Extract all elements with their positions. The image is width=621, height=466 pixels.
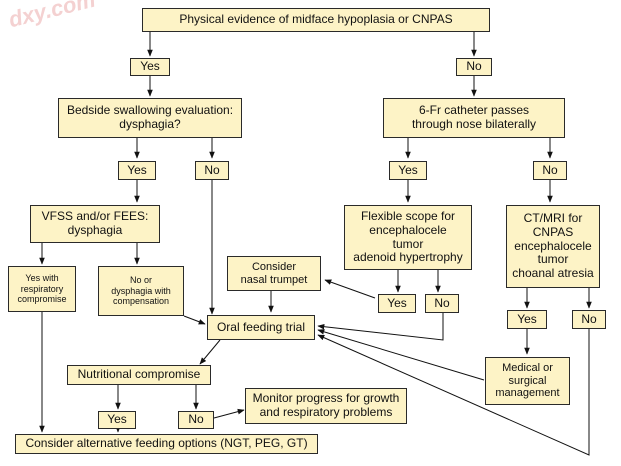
node-bedside-swallowing: Bedside swallowing evaluation: dysphagia… <box>58 98 242 138</box>
node-nutritional-compromise: Nutritional compromise <box>67 365 211 385</box>
node-consider-nasal-trumpet: Consider nasal trumpet <box>227 256 321 291</box>
node-no-midface: No <box>456 58 492 76</box>
node-no-nutritional: No <box>178 411 214 429</box>
node-yes-ct-mri: Yes <box>507 310 547 329</box>
arrow-yes4-trumpet <box>324 279 376 299</box>
node-midface-evidence: Physical evidence of midface hypoplasia … <box>142 8 490 32</box>
node-no-dysphagia: No <box>195 161 229 180</box>
node-yes-dysphagia: Yes <box>118 161 156 180</box>
node-ct-mri: CT/MRI for CNPAS encephalocele tumor cho… <box>506 205 600 288</box>
node-alternative-feeding: Consider alternative feeding options (NG… <box>15 434 318 454</box>
node-yes-respiratory-compromise: Yes with respiratory compromise <box>8 266 76 312</box>
node-monitor-progress: Monitor progress for growth and respirat… <box>245 388 407 424</box>
arrow-medical-oral <box>317 329 485 381</box>
node-vfss-fees: VFSS and/or FEES: dysphagia <box>30 205 160 243</box>
node-medical-surgical-management: Medical or surgical management <box>485 357 570 405</box>
node-no-ct-mri: No <box>572 310 606 329</box>
node-yes-midface: Yes <box>130 58 170 76</box>
node-no-or-compensated-dysphagia: No or dysphagia with compensation <box>98 266 184 316</box>
node-no-catheter: No <box>533 161 567 180</box>
arrow-no6-monitor <box>213 408 245 419</box>
node-yes-flexible: Yes <box>378 294 416 313</box>
node-yes-catheter: Yes <box>389 161 427 180</box>
node-oral-feeding-trial: Oral feeding trial <box>207 315 315 340</box>
node-yes-nutritional: Yes <box>98 411 136 429</box>
node-flexible-scope: Flexible scope for encephalocele tumor a… <box>344 205 472 270</box>
node-catheter-passes: 6-Fr catheter passes through nose bilate… <box>383 98 565 138</box>
arrow-no4-oral <box>317 313 444 341</box>
arrow-oral-nutritional <box>199 339 221 365</box>
node-no-flexible: No <box>425 294 459 313</box>
arrow-nodysphagia-oral <box>183 315 206 325</box>
arrow-no5-oral <box>317 329 590 456</box>
